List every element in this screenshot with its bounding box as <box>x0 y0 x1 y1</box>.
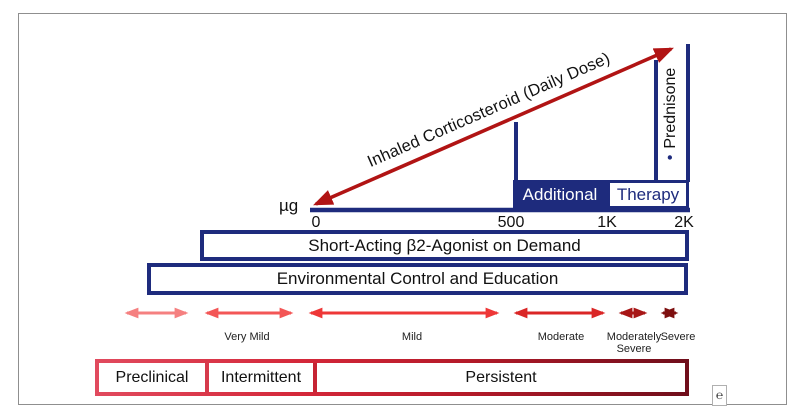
saba-bar: Short-Acting β2-Agonist on Demand <box>200 230 689 261</box>
severity-label-moderate: Moderate <box>537 331 585 343</box>
classification-divider <box>205 363 209 392</box>
classification-segment-persistent: Persistent <box>317 363 685 392</box>
classification-segment-intermittent: Intermittent <box>209 363 313 392</box>
axis-tick-0: 0 <box>311 214 321 231</box>
prednisone-text: Prednisone <box>662 67 679 149</box>
severity-label-mild: Mild <box>401 331 423 343</box>
additional-therapy-box: Additional <box>513 180 607 209</box>
severity-label-very-mild: Very Mild <box>224 331 270 343</box>
dose-unit-label: µg <box>279 196 299 215</box>
logo-e-icon: ℮ <box>712 385 727 406</box>
environmental-control-bar: Environmental Control and Education <box>147 263 688 295</box>
prednisone-bullet-icon: • <box>662 154 679 161</box>
therapy-box: Therapy <box>607 180 689 209</box>
classification-bar: Preclinical Intermittent Persistent <box>95 359 689 396</box>
classification-bar-inner: Preclinical Intermittent Persistent <box>99 363 685 392</box>
severity-label-moderately-severe: Moderately Severe <box>606 331 662 355</box>
prednisone-label: • Prednisone <box>662 39 682 189</box>
severity-label-severe: Severe <box>660 331 696 343</box>
axis-tick-500: 500 <box>497 214 525 231</box>
classification-divider <box>313 363 317 392</box>
axis-tick-1k: 1K <box>597 214 617 231</box>
classification-segment-preclinical: Preclinical <box>99 363 205 392</box>
axis-tick-2k: 2K <box>674 214 694 231</box>
